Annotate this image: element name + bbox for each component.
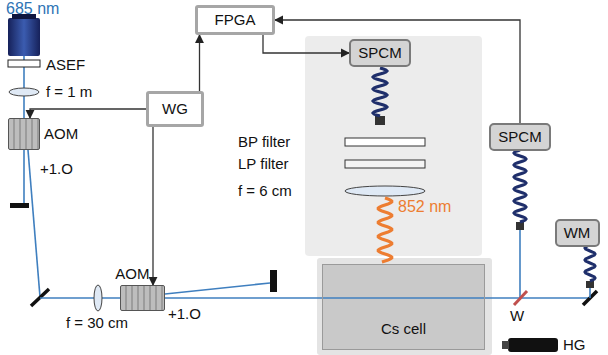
order-label: +1.O <box>168 305 201 322</box>
wedge-plate <box>514 291 527 305</box>
zero-order-beam <box>23 150 25 203</box>
wavelength-label: 685 nm <box>6 0 59 18</box>
node-label: SPCM <box>498 128 541 145</box>
node-label: AOM <box>115 265 149 282</box>
node-label: Cs cell <box>323 320 484 337</box>
generator-box: WG <box>146 91 204 127</box>
focal-length: f = 30 cm <box>66 314 128 331</box>
longpass-filter <box>345 160 425 168</box>
fiber-coupler <box>586 281 594 288</box>
signal-line <box>30 109 146 118</box>
signal-line <box>263 35 349 53</box>
bandpass-filter <box>345 138 425 146</box>
meter-beam <box>589 288 591 298</box>
part-label: ASEF <box>46 56 85 73</box>
part-label: BP filter <box>238 133 290 150</box>
signal-line <box>199 35 200 91</box>
signal-line <box>152 127 153 285</box>
beam-block <box>270 270 277 292</box>
meter-box: WM <box>555 219 600 247</box>
detector-box: SPCM <box>349 39 411 67</box>
signal-line <box>275 20 520 123</box>
lens <box>345 186 425 196</box>
aom-device: AOM <box>120 285 165 311</box>
detector-box: SPCM <box>489 123 551 151</box>
cell-housing <box>317 258 492 355</box>
laser-diode <box>8 18 40 56</box>
wavelength-label: 852 nm <box>398 198 451 216</box>
focal-length: f = 1 m <box>46 83 92 100</box>
node-label: WM <box>564 224 591 241</box>
fluorescence-beam <box>378 198 392 262</box>
order-label: +1.O <box>40 160 73 177</box>
part-label: HG <box>563 336 586 353</box>
fpga-box: FPGA <box>195 5 275 35</box>
part-label: LP filter <box>238 155 289 172</box>
first-order-beam <box>28 150 40 297</box>
node-label: SPCM <box>358 44 401 61</box>
heater-tip <box>502 341 509 349</box>
fiber-coupler <box>375 116 385 125</box>
optical-fiber <box>514 150 526 222</box>
cell-body <box>322 264 485 350</box>
part-label: W <box>510 307 524 324</box>
optical-fiber <box>373 68 387 116</box>
filter-plate <box>8 60 40 67</box>
node-label: WG <box>162 100 188 117</box>
focal-length: f = 6 cm <box>238 182 292 199</box>
vapor-cell: Cs cell <box>322 264 485 350</box>
lens <box>94 285 102 311</box>
beam-block <box>10 203 29 208</box>
fiber-coupler <box>516 222 524 230</box>
pickoff-beam <box>519 230 521 298</box>
detection-panel <box>305 36 482 256</box>
lens <box>9 88 39 96</box>
optical-fiber <box>585 246 595 281</box>
node-label: FPGA <box>215 11 256 28</box>
zero-order-beam <box>165 283 270 294</box>
aom-device: AOM <box>8 118 40 150</box>
heater-gun <box>508 338 558 352</box>
node-label: AOM <box>44 125 78 142</box>
